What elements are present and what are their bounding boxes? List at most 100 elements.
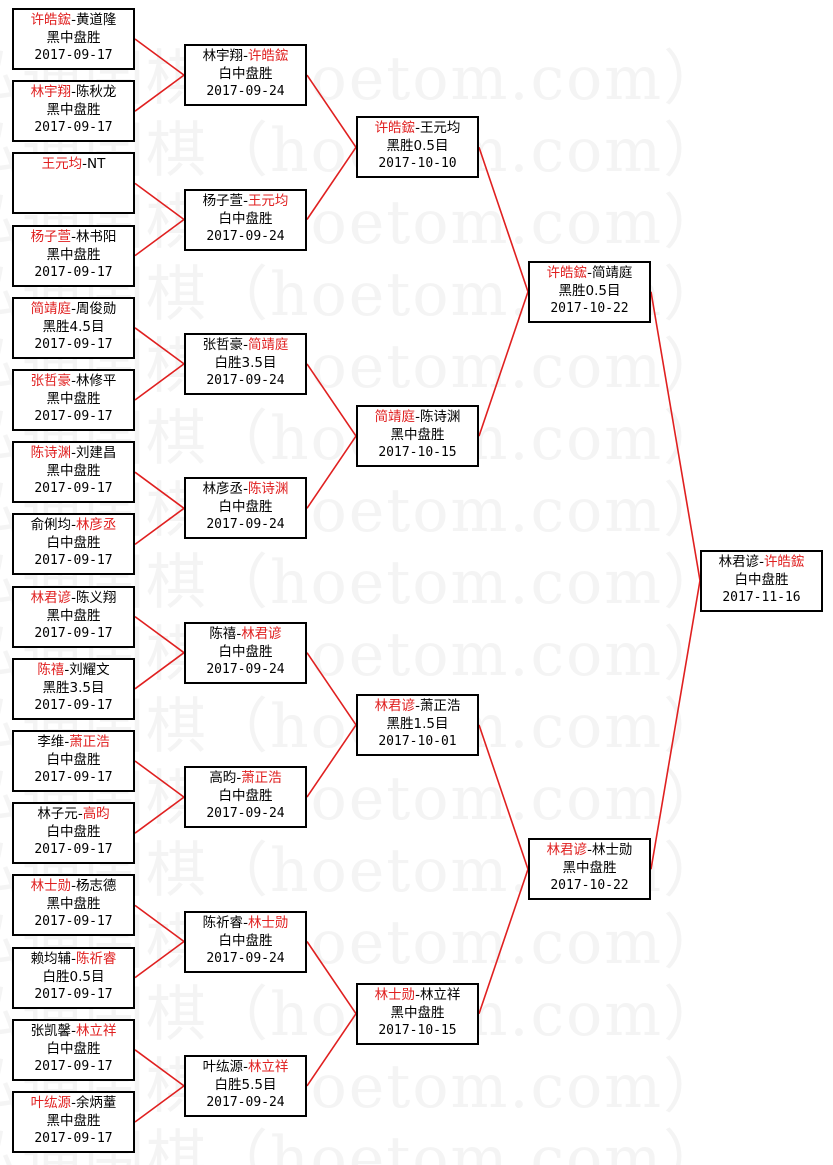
players-separator: -: [77, 806, 83, 823]
players-separator: -: [71, 84, 76, 101]
match-date: 2017-09-24: [206, 661, 285, 677]
player-name: 林彦丞: [202, 481, 244, 498]
players-separator: -: [71, 878, 76, 895]
players-separator: -: [71, 589, 76, 606]
player-name: 林君谚: [241, 625, 282, 642]
match-result: 黑中盘胜: [46, 246, 101, 263]
players-separator: -: [64, 661, 70, 678]
match-date: 2017-09-17: [34, 914, 113, 930]
player-name: 许皓鋐: [30, 12, 72, 28]
player-name: 杨子萱: [202, 192, 244, 209]
player-name: 萧正浩: [419, 697, 461, 714]
players-separator: -: [243, 48, 248, 65]
player-name: 林宇翔: [30, 84, 72, 101]
bracket-connector: [134, 74, 185, 112]
bracket-connector: [134, 904, 185, 943]
match-result: 白中盘胜: [46, 1040, 101, 1057]
match-result: 黑胜4.5目: [42, 318, 105, 335]
player-name: 林君谚: [718, 553, 760, 570]
player-name: 林士勋: [591, 842, 633, 859]
bracket-connector: [134, 796, 185, 834]
match-result: 白中盘胜: [218, 932, 273, 949]
player-name: 张哲豪: [30, 373, 72, 389]
players-separator: -: [64, 734, 70, 750]
match-result: 白中盘胜: [46, 535, 101, 552]
bracket-connector: [306, 652, 357, 726]
match-result: 白中盘胜: [218, 788, 273, 805]
player-name: 杨子萱: [30, 228, 72, 245]
player-name: NT: [87, 156, 106, 173]
bracket-connector: [134, 760, 185, 798]
player-name: 林立祥: [75, 1022, 117, 1039]
match-date: 2017-10-22: [550, 878, 629, 894]
match-date: 2017-10-10: [378, 156, 457, 172]
match-players: 陈诗渊-刘建昌: [14, 444, 133, 462]
match-result: 白中盘胜: [218, 499, 273, 516]
players-separator: -: [587, 842, 592, 859]
match-date: 2017-09-17: [34, 336, 113, 352]
player-name: 黄道隆: [75, 12, 117, 28]
player-name: 陈祈睿: [75, 950, 117, 967]
match-result: 白胜0.5目: [42, 968, 105, 985]
player-name: 杨志德: [75, 878, 117, 895]
player-name: 简靖庭: [374, 409, 416, 426]
match-players: 林子元-高昀: [14, 805, 133, 823]
bracket-connector: [478, 869, 529, 1014]
player-name: 林立祥: [247, 1058, 289, 1075]
player-name: 王元均: [41, 156, 83, 173]
player-name: 余炳蕫: [75, 1095, 117, 1111]
player-name: 赖均辅: [30, 950, 72, 967]
match-result: 白中盘胜: [46, 824, 101, 841]
match-result: 黑中盘胜: [46, 391, 101, 407]
bracket-connector: [134, 182, 185, 221]
players-separator: -: [243, 1058, 248, 1075]
player-name: 刘耀文: [69, 661, 110, 678]
players-separator: -: [415, 697, 420, 714]
player-name: 王元均: [419, 120, 461, 137]
player-name: 高昀: [82, 806, 110, 823]
match-date: 2017-09-24: [206, 228, 285, 244]
player-name: 周俊勋: [75, 300, 117, 317]
bracket-connector: [134, 327, 185, 365]
player-name: 林士勋: [247, 914, 289, 931]
bracket-connector: [134, 1049, 185, 1087]
match-players: 张凯馨-林立祥: [14, 1022, 133, 1040]
players-separator: -: [71, 373, 76, 389]
player-name: 刘建昌: [75, 445, 117, 462]
player-name: 陈诗渊: [247, 481, 289, 498]
bracket-connector: [478, 724, 529, 870]
bracket-connector: [134, 471, 185, 509]
bracket-connector: [306, 435, 357, 509]
players-separator: -: [243, 914, 248, 931]
bracket-connector: [134, 38, 185, 76]
match-players: 俞俐均-林彦丞: [14, 516, 133, 534]
match-result: 黑中盘胜: [562, 860, 617, 877]
bracket-connector: [306, 724, 357, 798]
match-date: 2017-10-22: [550, 300, 629, 316]
match-players: 简靖庭-周俊勋: [14, 300, 133, 318]
match-date: 2017-09-17: [34, 697, 113, 713]
match-date: 2017-09-17: [34, 409, 113, 424]
match-players: 林君谚-萧正浩: [358, 697, 477, 715]
match-players: 林宇翔-许皓鋐: [186, 47, 305, 65]
player-name: 林君谚: [546, 842, 588, 859]
match-date: 2017-09-24: [206, 806, 285, 822]
players-separator: -: [415, 986, 420, 1003]
player-name: 许皓鋐: [374, 120, 416, 137]
match-result: 黑中盘胜: [46, 102, 101, 119]
match-result: 黑中盘胜: [46, 607, 101, 624]
player-name: 简靖庭: [247, 336, 289, 353]
